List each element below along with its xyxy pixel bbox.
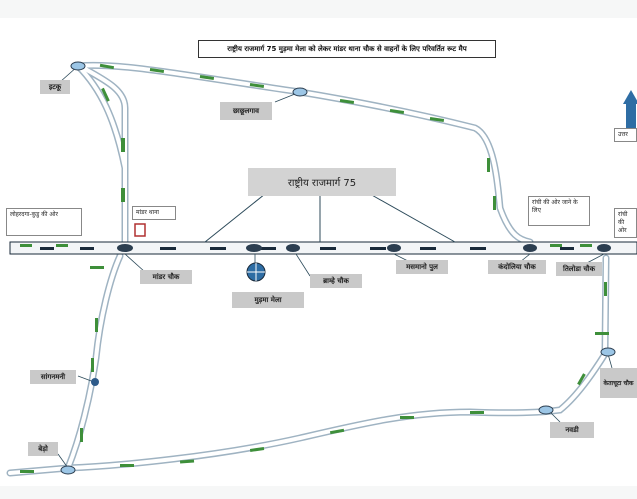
- node-nawdi: [538, 405, 554, 415]
- route-arrow: [389, 109, 405, 114]
- place-label-bedo: बेड़ो: [28, 442, 58, 456]
- route-arrow: [470, 411, 484, 414]
- north-arrow-icon: [623, 90, 637, 128]
- node-tiloda: [597, 244, 611, 252]
- route-arrow: [90, 266, 104, 269]
- route-arrow: [121, 138, 125, 152]
- route-arrow: [91, 358, 94, 372]
- place-label-mandar-thana: मांडर थाना: [132, 206, 176, 220]
- node-bedo: [60, 465, 76, 475]
- place-label-kaimbeda-chowk: कंदोलिया चौक: [488, 260, 546, 274]
- route-arrow: [339, 99, 355, 104]
- place-label-mudma-mela: मुड़मा मेला: [232, 292, 304, 308]
- place-label-chhotalaunga: छाछूलगाव: [220, 102, 272, 120]
- map-drawing: [6, 61, 637, 477]
- node-sanjhabhani: [91, 378, 99, 386]
- highway-road: [9, 241, 637, 255]
- map-canvas: राष्ट्रीय राजमार्ग 75 मुड़मा मेला को लेक…: [0, 18, 637, 486]
- node-chhotalaunga: [292, 87, 308, 97]
- route-arrow: [400, 416, 414, 419]
- note-left-direction: लोहरदगा-कुडु की ओर: [6, 208, 82, 236]
- note-ranchi-direction: रांची की ओर जाने के लिए: [528, 196, 590, 226]
- highway-label: राष्ट्रीय राजमार्ग 75: [248, 168, 396, 196]
- route-arrow: [249, 447, 265, 452]
- map-title: राष्ट्रीय राजमार्ग 75 मुड़मा मेला को लेक…: [198, 40, 496, 58]
- route-arrow: [199, 75, 215, 80]
- highway-leaders: [204, 193, 456, 243]
- fair-marker-icon: [246, 262, 266, 282]
- north-label: उत्तर: [614, 128, 637, 142]
- highway-nodes: [117, 244, 611, 252]
- route-arrow: [101, 87, 110, 102]
- route-arrow: [95, 318, 98, 332]
- route-arrow: [604, 282, 607, 296]
- node-ketaguta: [600, 347, 616, 357]
- route-arrow: [329, 428, 345, 435]
- route-arrow: [487, 158, 490, 172]
- node-fair: [246, 244, 262, 252]
- place-label-ketaguta-chowk: केताचूटा चौक: [600, 368, 637, 398]
- route-arrow: [120, 464, 134, 467]
- place-label-sanjhabhani: सांगनमनी: [30, 370, 76, 384]
- route-arrow: [179, 459, 195, 464]
- route-arrow: [99, 63, 115, 70]
- note-ranchi-edge: रांची की ओर: [614, 208, 637, 238]
- route-arrow: [577, 373, 586, 386]
- route-arrow: [121, 188, 125, 202]
- node-mandar-chowk: [117, 244, 133, 252]
- node-brahme: [286, 244, 300, 252]
- police-station-icon: [134, 223, 146, 237]
- place-label-ittu: इटकू: [40, 80, 70, 94]
- route-arrow: [249, 83, 265, 88]
- place-label-brahme-chowk: ब्राम्हे चौक: [310, 274, 362, 288]
- place-label-masmano-pul: मसमानो पुल: [396, 260, 448, 274]
- route-arrow: [20, 470, 34, 473]
- place-label-nawdi: नवडी: [550, 422, 594, 438]
- route-arrow: [149, 68, 165, 73]
- route-arrow: [429, 117, 445, 122]
- route-arrow: [80, 428, 83, 442]
- place-label-tiloda-chowk: तिलोडा चौक: [556, 262, 602, 276]
- label-leaders: [57, 65, 613, 469]
- route-arrow: [493, 196, 496, 210]
- route-nodes: [60, 61, 616, 475]
- node-masmano: [387, 244, 401, 252]
- route-arrow: [595, 332, 609, 335]
- node-ittu: [70, 61, 86, 71]
- node-kaimbeda: [523, 244, 537, 252]
- place-label-mandar-chowk: मांडर चौक: [140, 270, 192, 284]
- route-arrows: [20, 63, 609, 473]
